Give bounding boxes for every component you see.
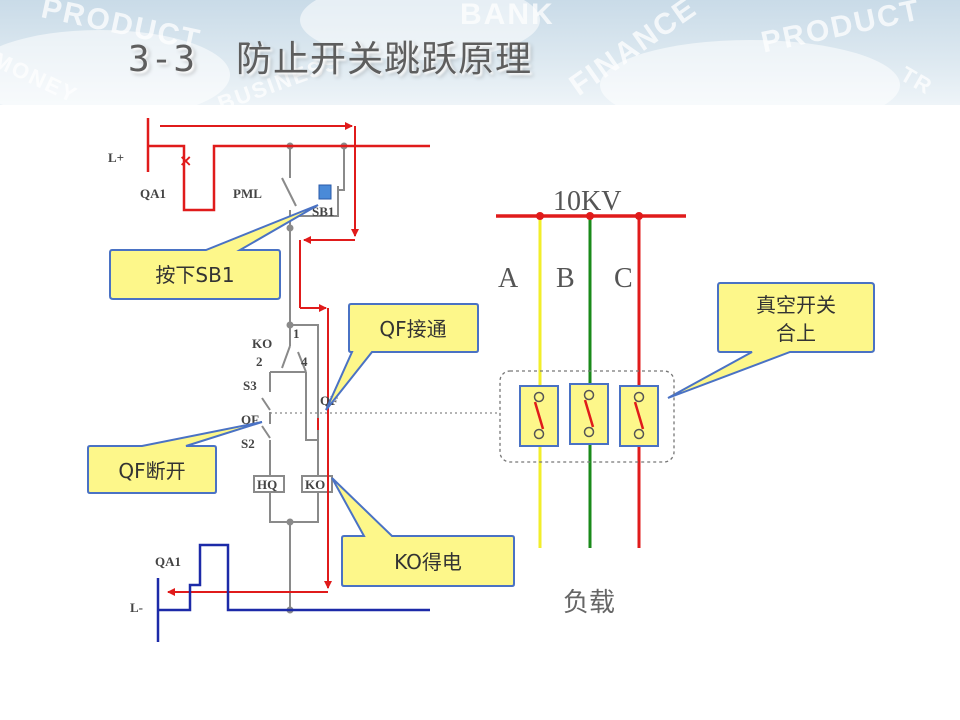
callout-vacuum-closed: 真空开关 合上 — [667, 282, 875, 399]
sb1-button-icon — [318, 184, 332, 200]
lminus-label: L- — [130, 600, 143, 615]
hq-coil-label: HQ — [257, 477, 277, 492]
slide-title-text: 防止开关跳跃原理 — [236, 39, 533, 80]
qa1-bottom-label: QA1 — [155, 554, 181, 569]
voltage-label: 10KV — [553, 186, 621, 217]
pml-contact — [281, 177, 297, 207]
s3-contact — [261, 397, 271, 411]
phase-c-label: C — [614, 263, 633, 294]
slide-title: 3-3 防止开关跳跃原理 — [128, 30, 532, 82]
hq-coil — [253, 475, 285, 493]
busbar-dots — [536, 212, 643, 220]
ko-contact-left — [281, 345, 291, 369]
callout-ko-energized: KO得电 — [331, 477, 515, 587]
s2-contact — [261, 425, 271, 439]
lplus-label: L+ — [108, 150, 124, 165]
pml-label: PML — [233, 186, 262, 201]
slide-header: PRODUCT BANK FINANCE PRODUCT MONEY BUSIN… — [0, 0, 960, 105]
callout-qf-off: QF断开 — [87, 421, 263, 494]
s3-label: S3 — [243, 378, 257, 393]
callout-qf-on-text: QF接通 — [379, 317, 446, 341]
watermark-text: BANK — [460, 0, 555, 31]
phase-a-label: A — [498, 263, 519, 294]
ko-coil — [301, 475, 333, 493]
sb1-label: SB1 — [312, 204, 334, 219]
red-wiring — [146, 118, 430, 212]
callout-qf-off-text: QF断开 — [118, 459, 185, 483]
red-current-path — [160, 122, 359, 596]
qa1-top-label: QA1 — [140, 186, 166, 201]
terminal-1-label: 1 — [293, 326, 300, 341]
callout-qf-on: QF接通 — [325, 303, 479, 411]
callout-vacuum-line1: 真空开关 — [756, 293, 836, 317]
vacuum-switch-c — [619, 385, 659, 447]
callout-ko-energized-text: KO得电 — [394, 550, 462, 574]
vacuum-switch-a — [519, 385, 559, 447]
ko-contact-label: KO — [252, 336, 272, 351]
terminal-2-label: 2 — [256, 354, 263, 369]
vacuum-switch-b — [569, 383, 609, 445]
cloud-shape — [0, 30, 230, 105]
ko-contact-right — [297, 351, 307, 373]
terminal-4-label: 4 — [301, 354, 308, 369]
vacuum-breaker-frame — [499, 370, 675, 463]
breaker-mark-icon: × — [179, 151, 192, 170]
ko-coil-label: KO — [305, 477, 325, 492]
load-label: 负载 — [563, 588, 615, 618]
s2-label: S2 — [241, 436, 255, 451]
callout-press-sb1-text: 按下SB1 — [155, 263, 234, 287]
cloud-shape — [600, 40, 900, 105]
phase-b-label: B — [556, 263, 575, 294]
blue-wiring — [156, 543, 430, 642]
callout-press-sb1: 按下SB1 — [109, 204, 319, 300]
slide-number: 3-3 — [128, 39, 197, 80]
callout-vacuum-line2: 合上 — [776, 321, 816, 345]
